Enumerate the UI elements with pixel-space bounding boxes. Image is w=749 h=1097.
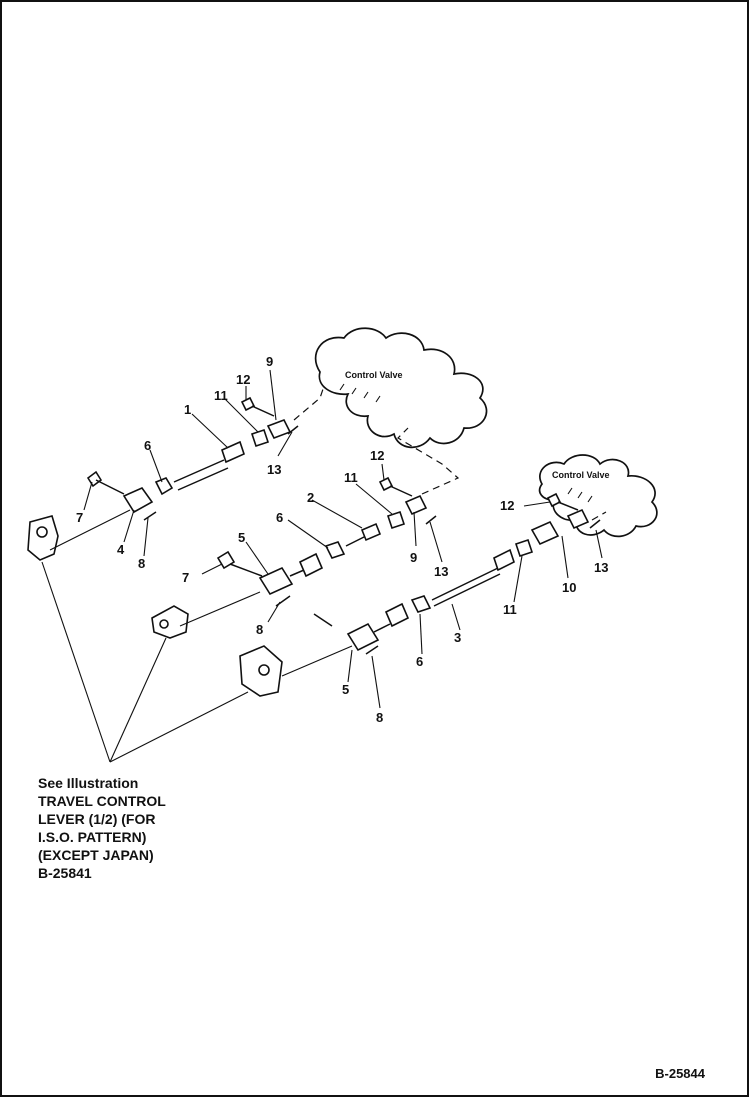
- callout-13-middle: 13: [434, 564, 448, 579]
- callout-13-lower: 13: [594, 560, 608, 575]
- rod-5-middle-body: [298, 552, 324, 578]
- callout-7-middle: 7: [182, 570, 189, 585]
- callout-6-lower: 6: [416, 654, 423, 669]
- clevis-9-middle: [404, 494, 428, 516]
- callout-5-middle: 5: [238, 530, 245, 545]
- callout-4: 4: [117, 542, 125, 557]
- callout-5-lower: 5: [342, 682, 349, 697]
- pin-13-middle: [425, 515, 437, 525]
- bolt-7-middle: [216, 550, 236, 570]
- callout-8-middle: 8: [256, 622, 263, 637]
- rod-1-body: [221, 440, 245, 464]
- rod-1-threaded-a: [173, 459, 225, 483]
- note-line-3: LEVER (1/2) (FOR: [38, 811, 156, 827]
- nut-6-middle: [324, 541, 346, 559]
- callout-3: 3: [454, 630, 461, 645]
- nut-11-middle: [386, 510, 406, 530]
- bolt-12-lower-shank: [557, 501, 579, 511]
- bolt-12-upper-shank: [251, 405, 275, 417]
- rod-3-threaded-b: [433, 573, 501, 607]
- control-valve-cloud-upper: [314, 327, 488, 449]
- pin-lower-bracket: [313, 613, 333, 627]
- rod-5-lower-body: [384, 602, 410, 628]
- control-valve-label-lower: Control Valve: [552, 470, 610, 480]
- nut-11-lower: [514, 538, 534, 558]
- callout-9-upper: 9: [266, 354, 273, 369]
- lever-bracket-middle: [151, 605, 189, 639]
- clevis-4: [122, 487, 154, 514]
- note-line-1: See Illustration: [38, 775, 139, 791]
- callout-12-upper: 12: [236, 372, 250, 387]
- rod-2-body: [360, 522, 382, 542]
- bolt-12-upper: [240, 396, 256, 412]
- dashed-link-upper: [293, 385, 325, 421]
- callout-11-upper: 11: [214, 388, 228, 403]
- callout-7-upper: 7: [76, 510, 83, 525]
- nut-11-upper: [250, 428, 270, 448]
- callout-12-middle: 12: [370, 448, 384, 463]
- dashed-link-lower: [591, 511, 607, 521]
- bolt-12-middle: [378, 476, 394, 492]
- see-illustration-note: See Illustration TRAVEL CONTROL LEVER (1…: [38, 774, 166, 882]
- link-line-3: [281, 645, 353, 677]
- link-line-2: [179, 591, 261, 627]
- rod-3-threaded-a: [431, 567, 499, 601]
- callout-10: 10: [562, 580, 576, 595]
- figure-id: B-25844: [655, 1066, 705, 1081]
- rod-5-lower-shank: [373, 623, 391, 633]
- bolt-7-middle-shank: [229, 563, 263, 577]
- bracket-hole-icon: [36, 526, 48, 538]
- bracket-hole-icon: [258, 664, 270, 676]
- valve-port-marks-lower: [567, 487, 593, 503]
- link-line-1: [49, 509, 131, 551]
- pin-13-upper: [287, 425, 299, 435]
- clevis-10-head: [566, 508, 590, 530]
- reference-arrow-3: [109, 691, 249, 763]
- lever-bracket-left: [27, 515, 59, 561]
- note-line-5: (EXCEPT JAPAN): [38, 847, 154, 863]
- note-line-6: B-25841: [38, 865, 92, 881]
- clevis-10: [530, 520, 560, 546]
- callout-6-upper: 6: [144, 438, 151, 453]
- pin-8-upper: [143, 511, 157, 521]
- nut-6-upper: [154, 477, 174, 496]
- bolt-7-upper-shank: [95, 479, 125, 495]
- callout-9-middle: 9: [410, 550, 417, 565]
- callout-8-upper: 8: [138, 556, 145, 571]
- reference-arrow-2: [109, 637, 167, 763]
- clevis-5-lower: [346, 622, 380, 652]
- clevis-5-middle: [258, 566, 294, 596]
- callout-11-middle: 11: [344, 470, 358, 485]
- bolt-7-upper: [86, 470, 103, 488]
- callout-8-lower: 8: [376, 710, 383, 725]
- dashed-link-middle: [397, 427, 460, 495]
- nut-6-lower: [410, 595, 432, 613]
- reference-arrow-1: [41, 561, 111, 763]
- callout-13-upper: 13: [267, 462, 281, 477]
- callout-leaders: [83, 369, 603, 709]
- rod-1-threaded-b: [177, 467, 229, 491]
- rod-3-body: [493, 548, 515, 572]
- callout-2: 2: [307, 490, 314, 505]
- control-valve-label-upper: Control Valve: [345, 370, 403, 380]
- pin-8-lower: [365, 645, 379, 655]
- callout-6-middle: 6: [276, 510, 283, 525]
- callout-12-lower: 12: [500, 498, 514, 513]
- rod-5-middle-shank: [289, 569, 305, 577]
- note-line-2: TRAVEL CONTROL: [38, 793, 166, 809]
- clevis-9-upper: [266, 418, 292, 440]
- valve-port-marks-upper: [339, 383, 381, 403]
- callout-11-lower: 11: [503, 602, 517, 617]
- callout-1: 1: [184, 402, 191, 417]
- pin-13-lower: [589, 519, 601, 529]
- bolt-12-middle-shank: [389, 485, 413, 497]
- bracket-hole-icon: [159, 619, 169, 629]
- note-line-4: I.S.O. PATTERN): [38, 829, 147, 845]
